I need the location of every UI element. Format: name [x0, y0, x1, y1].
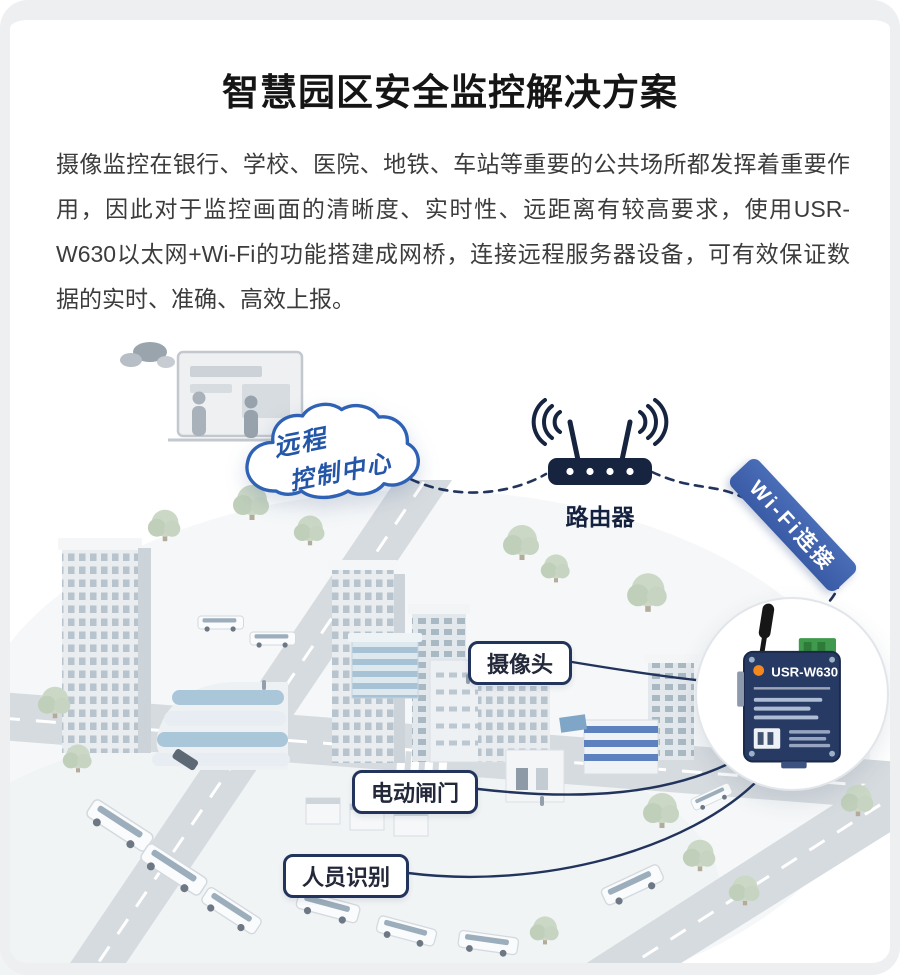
buildings [58, 538, 698, 837]
device-model-label: USR-W630 [771, 664, 838, 679]
pedestrians [262, 674, 544, 806]
usr-w630-device: USR-W630 [737, 603, 841, 769]
vehicles [82, 615, 735, 960]
link-camera-device [564, 659, 698, 682]
router: 路由器 [520, 398, 680, 532]
device-badge: USR-W630 [695, 597, 889, 791]
link-person-device [406, 776, 762, 879]
city-illustration [0, 342, 900, 975]
control-center-cloud: 远程 控制中心 [238, 400, 420, 506]
dashed-link-cloud-router [396, 470, 548, 494]
solution-diagram: 远程 控制中心 路由器 Wi-Fi连接 [0, 330, 900, 975]
page-title: 智慧园区安全监控解决方案 [222, 72, 678, 113]
router-icon [531, 398, 669, 485]
intro-paragraph: 摄像监控在银行、学校、医院、地铁、车站等重要的公共场所都发挥着重要作用，因此对于… [56, 151, 850, 312]
cloud-shape [245, 402, 420, 500]
dashed-link-router-ribbon [650, 470, 750, 502]
annotation-gate: 电动闸门 [352, 770, 479, 814]
router-label: 路由器 [565, 504, 635, 530]
control-center-sketch [120, 342, 312, 442]
annotation-person: 人员识别 [283, 854, 410, 898]
device-led [753, 665, 765, 676]
link-gate-device [476, 762, 730, 796]
annotation-camera: 摄像头 [468, 641, 573, 685]
connector-lines [396, 470, 842, 879]
